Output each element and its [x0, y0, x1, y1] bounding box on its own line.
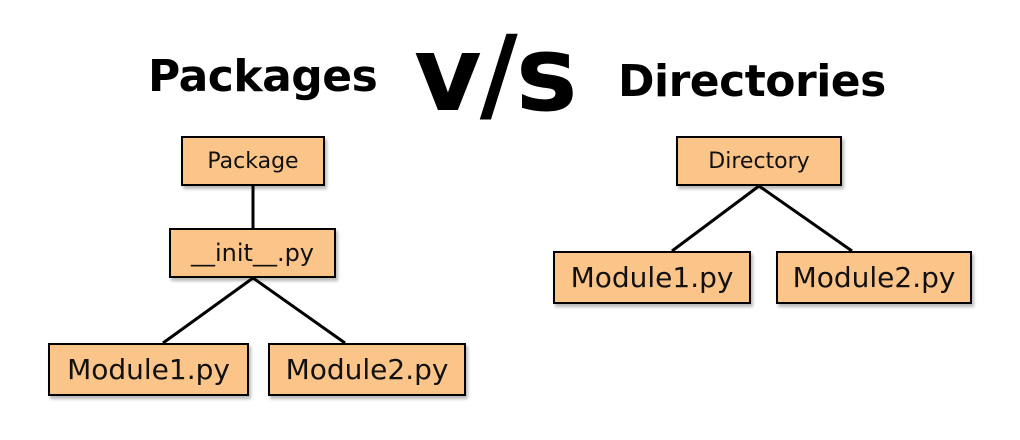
directory-node: Directory: [676, 136, 842, 186]
connector-directory-to-module2: [758, 184, 853, 253]
directory-module1-label: Module1.py: [570, 261, 734, 294]
directories-heading: Directories: [618, 56, 886, 107]
package-module2-label: Module2.py: [285, 353, 449, 386]
init-file-node: __init__.py: [169, 228, 336, 278]
directory-module2-label: Module2.py: [792, 261, 956, 294]
directory-module1-node: Module1.py: [553, 251, 751, 304]
package-module1-label: Module1.py: [67, 353, 230, 386]
connector-init-to-module2: [252, 276, 346, 345]
connector-init-to-module1: [162, 276, 254, 345]
package-module1-node: Module1.py: [48, 343, 249, 396]
directory-module2-node: Module2.py: [776, 251, 972, 304]
connector-directory-to-module1: [671, 184, 760, 253]
package-node-label: Package: [207, 148, 299, 174]
versus-heading: v/s: [414, 13, 578, 135]
directory-node-label: Directory: [708, 148, 810, 174]
package-module2-node: Module2.py: [268, 343, 466, 396]
packages-heading: Packages: [148, 51, 378, 102]
package-node: Package: [181, 136, 325, 186]
init-file-node-label: __init__.py: [190, 239, 315, 267]
